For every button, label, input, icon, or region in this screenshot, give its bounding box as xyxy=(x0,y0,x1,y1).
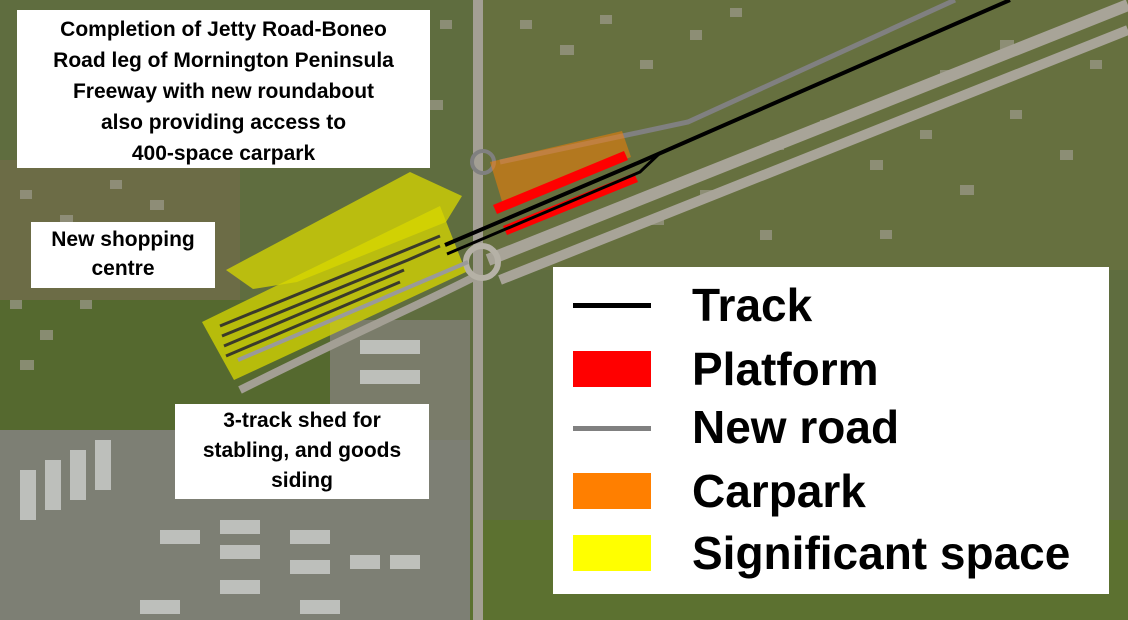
annotation-line: also providing access to xyxy=(100,111,347,134)
legend-item-track: Track xyxy=(553,275,1109,335)
shopping-centre-annotation: New shopping centre xyxy=(31,222,215,288)
platform-swatch xyxy=(573,351,651,387)
track-line-second xyxy=(446,151,662,256)
annotation-line: centre xyxy=(91,257,155,280)
significant-space-swatch xyxy=(573,535,651,571)
freeway-annotation: Completion of Jetty Road-Boneo Road leg … xyxy=(17,10,430,168)
annotation-line: siding xyxy=(271,469,333,492)
stabling-tracks xyxy=(219,234,441,358)
legend-label: Platform xyxy=(692,343,879,395)
track-line-swatch xyxy=(573,303,651,308)
shed-annotation: 3-track shed for stabling, and goods sid… xyxy=(175,404,429,499)
industrial-sheds xyxy=(20,340,420,614)
freeway-east-carriageway xyxy=(498,25,1128,285)
annotation-line: New shopping xyxy=(51,228,195,251)
new-road-swatch xyxy=(573,426,651,431)
legend-item-carpark: Carpark xyxy=(553,461,1109,521)
carpark-area xyxy=(490,131,631,208)
legend-item-significant-space: Significant space xyxy=(553,523,1109,583)
map-legend: Track Platform New road Carpark Signific… xyxy=(553,267,1109,594)
freeway-east xyxy=(485,0,1128,266)
annotation-line: Road leg of Mornington Peninsula xyxy=(53,49,394,72)
annotation-line: Completion of Jetty Road-Boneo xyxy=(60,18,387,41)
freeway-west xyxy=(238,271,480,394)
track-line xyxy=(444,0,1011,247)
legend-label: New road xyxy=(692,401,900,453)
road-to-significant-space xyxy=(237,260,469,362)
legend-label: Track xyxy=(692,279,813,331)
legend-item-platform: Platform xyxy=(553,339,1109,399)
significant-space-south xyxy=(202,206,466,380)
platform-north xyxy=(493,151,628,214)
annotation-line: Freeway with new roundabout xyxy=(72,80,375,103)
carpark-swatch xyxy=(573,473,651,509)
legend-label: Significant space xyxy=(692,527,1071,579)
annotation-line: stabling, and goods xyxy=(202,439,402,462)
legend-label: Carpark xyxy=(692,465,866,517)
annotation-line: 3-track shed for xyxy=(223,409,381,432)
legend-item-new-road: New road xyxy=(553,397,1109,457)
significant-space-north xyxy=(226,172,462,289)
annotation-line: 400-space carpark xyxy=(131,142,316,165)
